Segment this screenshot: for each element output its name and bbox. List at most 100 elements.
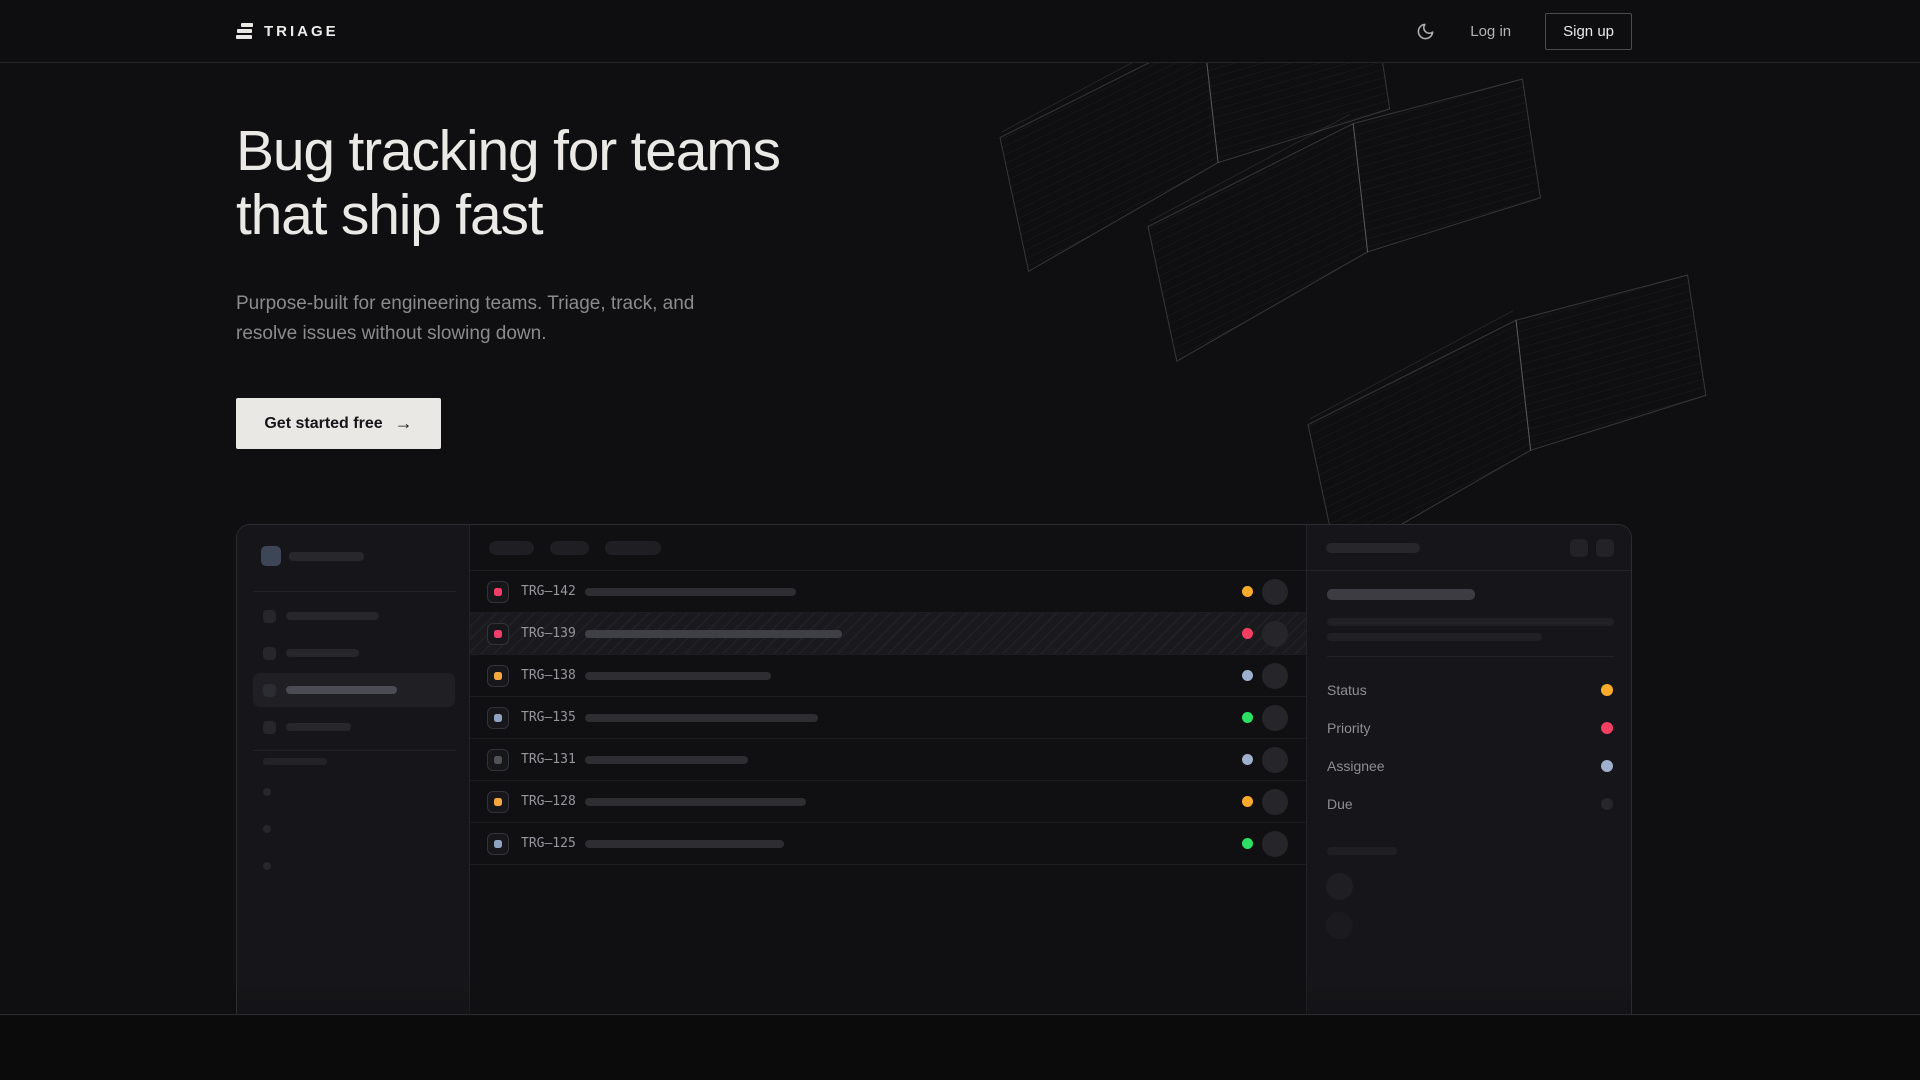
assignee-avatar <box>1262 788 1288 815</box>
filter-pill[interactable] <box>550 540 589 555</box>
property-value-dot <box>1601 798 1613 810</box>
issue-row[interactable]: TRG–125 <box>470 823 1306 865</box>
skeleton-bar <box>286 723 351 731</box>
sidebar-dot <box>263 788 271 796</box>
skeleton-bar <box>286 686 397 694</box>
signup-button[interactable]: Sign up <box>1545 12 1632 50</box>
hero-section: Bug tracking for teams that ship fast Pu… <box>0 63 1920 1015</box>
issue-row[interactable]: TRG–135 <box>470 697 1306 739</box>
brand[interactable]: TRIAGE <box>236 23 339 40</box>
issue-id: TRG–131 <box>521 752 576 767</box>
sidebar-dot <box>263 862 271 870</box>
headline-line-1: Bug tracking for teams <box>236 119 781 183</box>
issue-row[interactable]: TRG–131 <box>470 739 1306 781</box>
issue-id: TRG–139 <box>521 626 576 641</box>
footer-band <box>0 1016 1920 1080</box>
property-row[interactable]: Assignee <box>1327 747 1613 785</box>
skeleton-bar <box>1327 618 1614 626</box>
details-action-button[interactable] <box>1570 538 1588 557</box>
assignee-avatar <box>1262 746 1288 773</box>
details-title-skeleton <box>1327 589 1475 600</box>
issue-row[interactable]: TRG–138 <box>470 655 1306 697</box>
divider <box>253 750 456 751</box>
issue-type-icon <box>487 790 509 813</box>
issue-status-dot <box>1242 628 1253 639</box>
assignee-avatar <box>1262 662 1288 689</box>
workspace-switcher[interactable] <box>261 546 364 566</box>
sidebar-dot <box>263 825 271 833</box>
top-nav: TRIAGE Log in Sign up <box>0 0 1920 63</box>
property-value-dot <box>1601 684 1613 696</box>
issue-row[interactable]: TRG–139 <box>470 613 1306 655</box>
details-properties: Status Priority Assignee Due <box>1327 671 1613 823</box>
skeleton-bar <box>1327 847 1397 855</box>
issue-list-panel: TRG–142 TRG–139 TRG–138 TRG–135 <box>470 525 1306 1014</box>
property-row[interactable]: Priority <box>1327 709 1613 747</box>
triage-bars-icon <box>236 23 253 39</box>
issue-title-skeleton <box>585 587 796 596</box>
assignee-avatar <box>1262 620 1288 647</box>
moon-icon <box>1417 23 1434 39</box>
issue-type-icon <box>487 664 509 687</box>
sidebar-item-icon <box>263 720 276 734</box>
issue-title-skeleton <box>585 839 784 848</box>
login-link[interactable]: Log in <box>1470 22 1512 40</box>
skeleton-bar <box>286 649 359 657</box>
issue-status-dot <box>1242 754 1253 765</box>
app-mockup: TRG–142 TRG–139 TRG–138 TRG–135 <box>236 524 1632 1014</box>
property-row[interactable]: Status <box>1327 671 1613 709</box>
sidebar-section-label <box>263 758 327 765</box>
issue-id: TRG–128 <box>521 794 576 809</box>
property-row[interactable]: Due <box>1327 785 1613 823</box>
property-value-dot <box>1601 722 1613 734</box>
sidebar-nav-item[interactable] <box>253 636 455 670</box>
get-started-label: Get started free <box>264 414 383 432</box>
issue-row[interactable]: TRG–142 <box>470 571 1306 613</box>
get-started-button[interactable]: Get started free → <box>236 398 441 449</box>
sidebar-nav <box>253 599 455 747</box>
issue-type-icon <box>487 706 509 729</box>
sidebar-nav-item[interactable] <box>253 599 455 633</box>
issue-status-dot <box>1242 838 1253 849</box>
workspace-avatar <box>261 546 281 566</box>
sidebar-item-icon <box>263 683 276 697</box>
issue-status-dot <box>1242 670 1253 681</box>
nav-actions: Log in Sign up <box>1414 12 1632 50</box>
issue-id: TRG–135 <box>521 710 576 725</box>
issue-type-icon <box>487 748 509 771</box>
filter-pill[interactable] <box>489 540 534 555</box>
property-label: Assignee <box>1327 758 1385 774</box>
hero-headline: Bug tracking for teams that ship fast <box>236 119 781 247</box>
mockup-sidebar <box>237 525 470 1014</box>
sidebar-nav-item[interactable] <box>253 710 455 744</box>
sidebar-dot-list <box>263 788 271 899</box>
issue-list-header <box>470 525 1306 571</box>
issue-status-dot <box>1242 712 1253 723</box>
filter-pill[interactable] <box>605 540 661 555</box>
headline-line-2: that ship fast <box>236 183 544 247</box>
assignee-avatar <box>1262 578 1288 605</box>
issue-id: TRG–142 <box>521 584 576 599</box>
arrow-right-icon: → <box>394 413 413 433</box>
issue-id: TRG–125 <box>521 836 576 851</box>
theme-toggle-button[interactable] <box>1414 20 1436 42</box>
sidebar-nav-item[interactable] <box>253 673 455 707</box>
divider <box>253 591 456 592</box>
issue-status-dot <box>1242 586 1253 597</box>
issue-title-skeleton <box>585 629 842 638</box>
property-label: Status <box>1327 682 1367 698</box>
sidebar-item-icon <box>263 609 276 623</box>
comment-avatar <box>1326 912 1353 939</box>
details-action-button[interactable] <box>1596 538 1614 557</box>
divider <box>1327 656 1614 657</box>
issue-type-icon <box>487 832 509 855</box>
issue-title-skeleton <box>585 671 771 680</box>
issue-title-skeleton <box>585 755 748 764</box>
issue-details-panel: Status Priority Assignee Due <box>1306 525 1631 1014</box>
details-header <box>1307 525 1631 571</box>
issue-id: TRG–138 <box>521 668 576 683</box>
issue-row[interactable]: TRG–128 <box>470 781 1306 823</box>
skeleton-bar <box>1326 542 1420 553</box>
property-label: Due <box>1327 796 1353 812</box>
issue-title-skeleton <box>585 797 806 806</box>
